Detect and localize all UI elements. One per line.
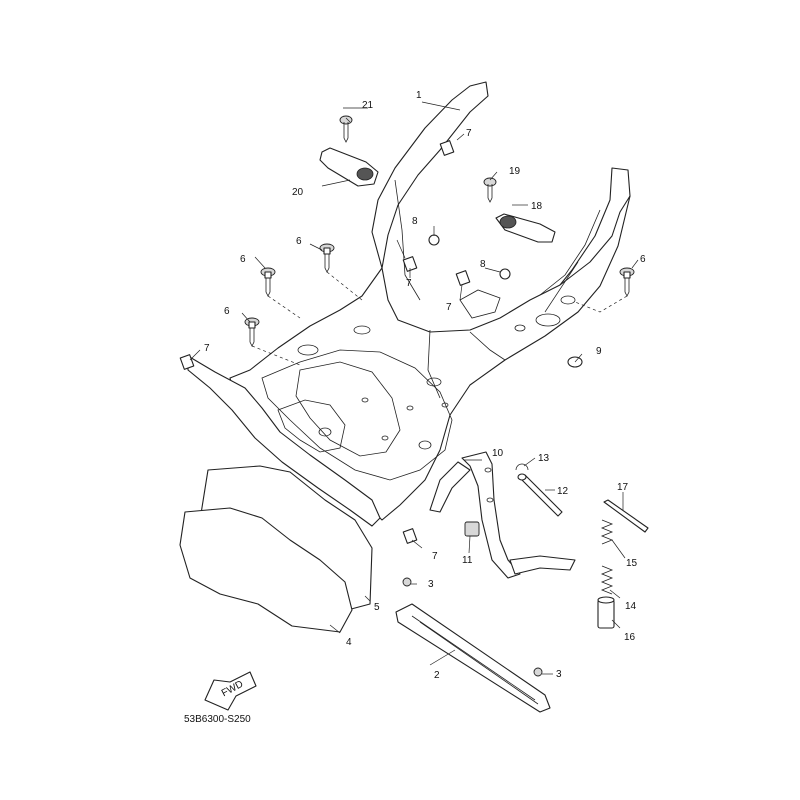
callout-13: 13 xyxy=(538,453,550,464)
shaft-12 xyxy=(517,473,563,517)
callout-labels: 1 2 3 3 4 5 6 6 6 6 7 7 7 7 7 8 8 9 10 1… xyxy=(204,90,646,681)
callout-21: 21 xyxy=(362,100,374,111)
fwd-arrow-icon: FWD xyxy=(204,671,257,711)
screw-19 xyxy=(483,177,497,203)
callout-2: 2 xyxy=(434,670,440,681)
clip-7-bottom xyxy=(402,528,418,544)
callout-9: 9 xyxy=(596,346,602,357)
callout-7-a: 7 xyxy=(466,128,472,139)
clip-7-mid xyxy=(402,256,418,272)
bolt-6-b xyxy=(319,243,335,273)
spring-14 xyxy=(600,565,614,595)
mat-4 xyxy=(179,507,353,633)
callout-19: 19 xyxy=(509,166,521,177)
spring-15 xyxy=(600,519,614,545)
cap-8-a xyxy=(428,234,440,246)
clip-7-left xyxy=(179,354,195,370)
cover-20 xyxy=(319,147,379,187)
callout-14: 14 xyxy=(625,601,637,612)
callout-16: 16 xyxy=(624,632,636,643)
leader-lines xyxy=(189,101,639,675)
callout-15: 15 xyxy=(626,558,638,569)
callout-20: 20 xyxy=(292,187,304,198)
callout-1: 1 xyxy=(416,90,422,101)
clip-13 xyxy=(515,463,529,471)
bolt-6-a xyxy=(260,267,276,297)
callout-7-c: 7 xyxy=(446,302,452,313)
callout-8-b: 8 xyxy=(480,259,486,270)
bolt-6-d xyxy=(619,267,635,297)
callout-8-a: 8 xyxy=(412,216,418,227)
clip-7-right xyxy=(455,270,471,286)
callout-12: 12 xyxy=(557,486,569,497)
main-stand-10 xyxy=(429,451,576,579)
callout-3-a: 3 xyxy=(428,579,434,590)
callout-7-e: 7 xyxy=(432,551,438,562)
cover-18 xyxy=(495,213,556,243)
callout-7-b: 7 xyxy=(406,278,412,289)
callout-10: 10 xyxy=(492,448,504,459)
callout-7-d: 7 xyxy=(204,343,210,354)
spacer-16 xyxy=(597,596,615,629)
diagram-code: 53B6300-S250 xyxy=(184,714,251,725)
leg-shield-body xyxy=(187,81,631,527)
callout-6-c: 6 xyxy=(224,306,230,317)
pin-17 xyxy=(603,499,649,533)
bolt-6-c xyxy=(244,317,260,347)
callout-11: 11 xyxy=(462,555,473,566)
callout-4: 4 xyxy=(346,637,352,648)
screw-3-b xyxy=(533,667,543,677)
callout-6-b: 6 xyxy=(296,236,302,247)
clip-7-top xyxy=(439,140,455,156)
callout-5: 5 xyxy=(374,602,380,613)
callout-6-a: 6 xyxy=(240,254,246,265)
callout-17: 17 xyxy=(617,482,629,493)
screw-21 xyxy=(339,115,353,143)
callout-18: 18 xyxy=(531,201,543,212)
bush-11 xyxy=(464,521,480,537)
cap-8-b xyxy=(499,268,511,280)
undercover-2 xyxy=(395,603,551,713)
callout-6-d: 6 xyxy=(640,254,646,265)
callout-3-b: 3 xyxy=(556,669,562,680)
screw-3-a xyxy=(402,577,412,587)
